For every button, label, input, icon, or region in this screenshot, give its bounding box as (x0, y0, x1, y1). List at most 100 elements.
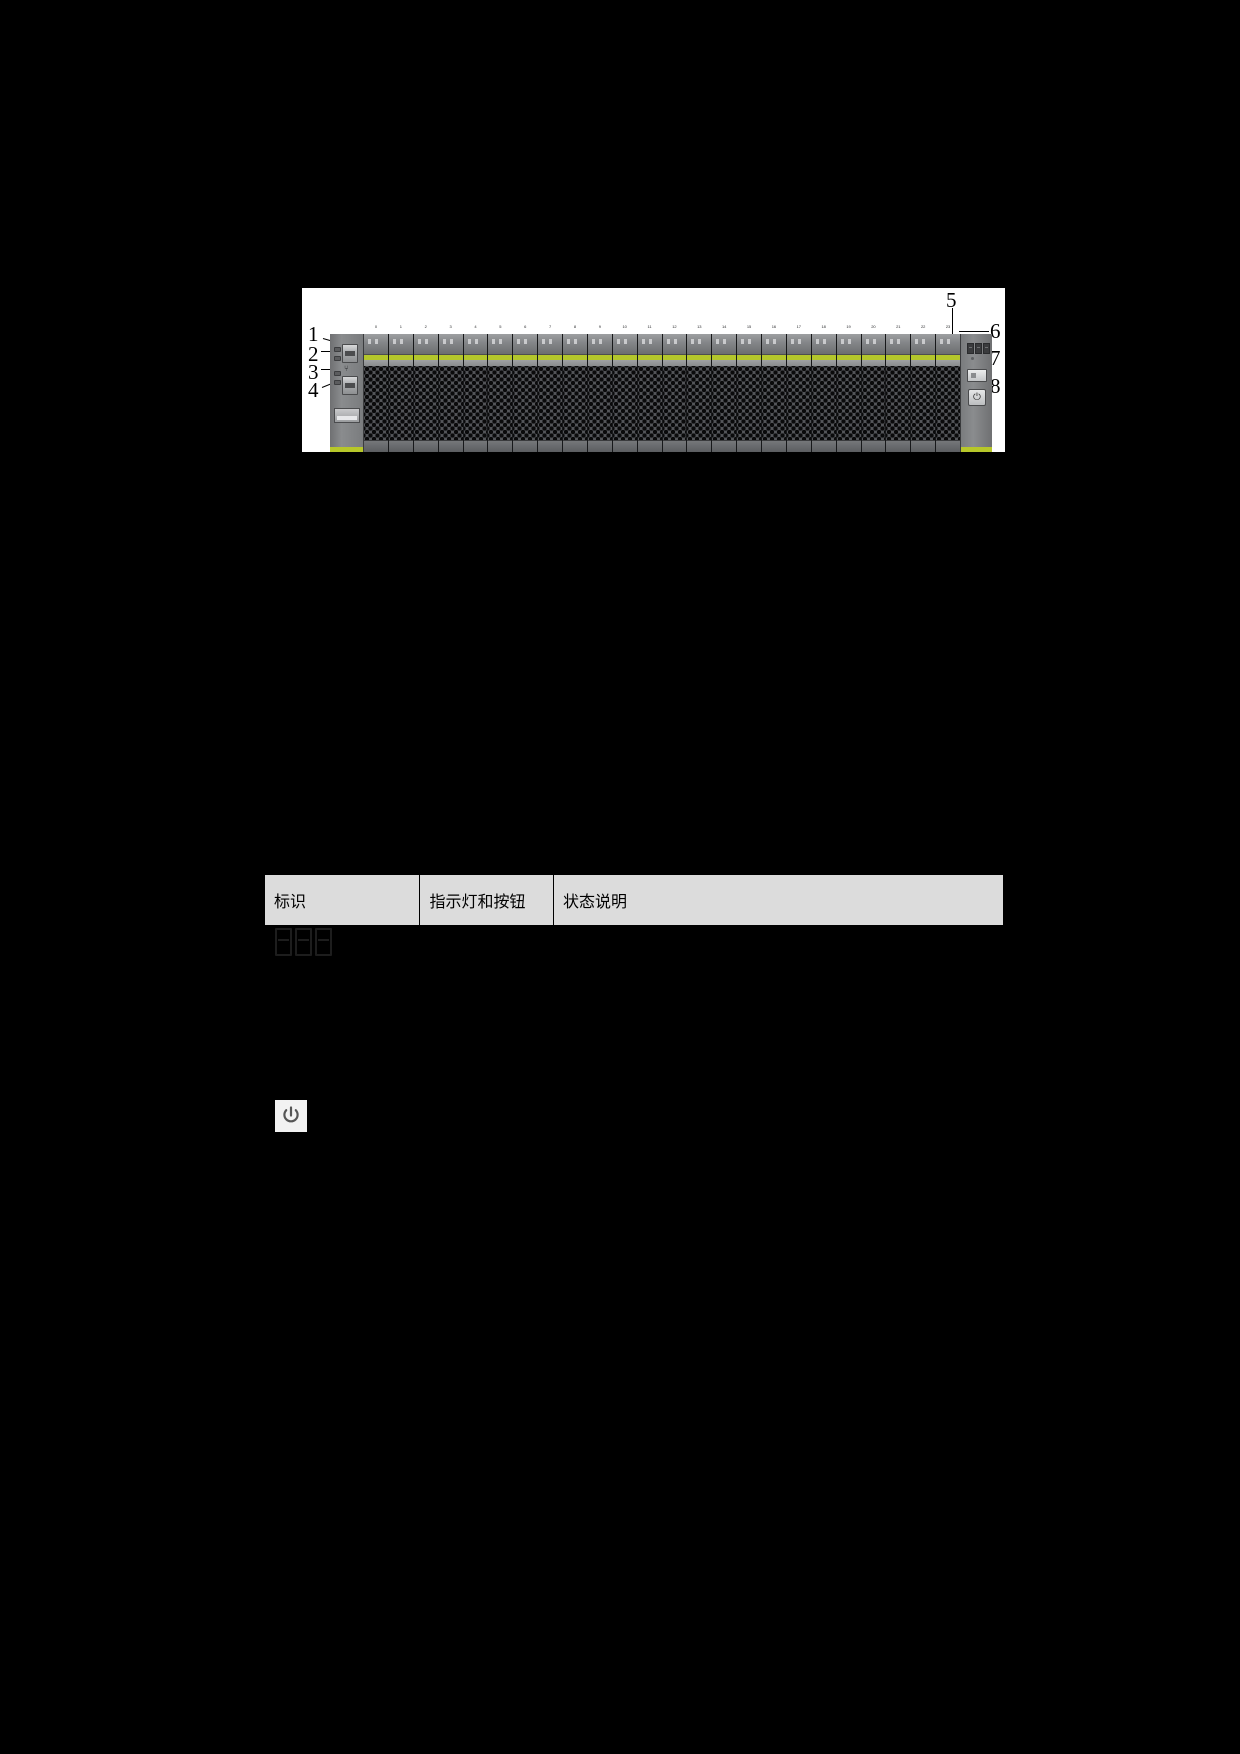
drive-bay-stripe (637, 355, 662, 360)
drive-bay-stripe (836, 355, 861, 360)
drive-bay: 6 (513, 324, 539, 452)
callout-1: 1 (308, 322, 319, 346)
drive-bay-number: 19 (846, 324, 851, 329)
drive-bay-foot (364, 440, 388, 452)
drive-bay-foot (563, 440, 587, 452)
drive-bay-number: 11 (647, 324, 652, 329)
drive-bay-mesh (612, 366, 637, 440)
drive-bay-mesh (861, 366, 886, 440)
drive-bay-mesh (413, 366, 438, 440)
table-header-row: 标识 指示灯和按钮 状态说明 (263, 874, 1004, 926)
drive-bay-stripe (811, 355, 836, 360)
drive-bay-head (513, 334, 538, 355)
drive-bay-mesh (911, 366, 936, 440)
drive-bay-foot (687, 440, 712, 452)
uid-button[interactable] (967, 369, 987, 382)
callout-3: 3 (308, 360, 319, 384)
drive-bay-foot (936, 440, 960, 452)
drive-bay-stripe (936, 355, 960, 360)
drive-bay-mesh (712, 366, 737, 440)
drive-bay-sub (861, 360, 886, 366)
drive-bay-sub (513, 360, 538, 366)
drive-bay-number: 8 (573, 324, 577, 329)
status-led-1-icon (334, 347, 341, 352)
drive-bay-head (687, 334, 712, 355)
drive-bay-sub (438, 360, 463, 366)
drive-bay-stripe (786, 355, 811, 360)
drive-bay-mesh (637, 366, 662, 440)
drive-bay-number: 10 (622, 324, 627, 329)
drive-bay-sub (587, 360, 612, 366)
drive-bay-stripe (563, 355, 587, 360)
drive-bay-number: 15 (746, 324, 752, 329)
drive-bay-sub (364, 360, 388, 366)
drive-bay-foot (513, 440, 538, 452)
drive-bay-head (762, 334, 786, 355)
drive-bay: 23 (936, 324, 960, 452)
drive-bay-stripe (861, 355, 886, 360)
drive-bay-foot (488, 440, 513, 452)
drive-bay-number: 16 (771, 324, 777, 329)
drive-bay-mesh (364, 366, 388, 440)
drive-bay-stripe (687, 355, 712, 360)
drive-bay-stripe (662, 355, 687, 360)
drive-bay-sub (563, 360, 587, 366)
seven-segment-digit (975, 343, 982, 354)
drive-bay: 8 (563, 324, 588, 452)
drive-bay-foot (861, 440, 886, 452)
drive-bay-number: 9 (598, 324, 601, 329)
status-led-3-icon (334, 371, 341, 376)
right-panel-led-icon (971, 357, 974, 360)
server-front-panel-figure: 1 2 3 4 5 6 7 8 ⑂ 0 1 2 3 4 (302, 288, 1005, 452)
seven-segment-digit (967, 343, 974, 354)
drive-bay-stripe (712, 355, 737, 360)
drive-bay-mesh (687, 366, 712, 440)
drive-bay-stripe (587, 355, 612, 360)
drive-bay-sub (911, 360, 936, 366)
seven-segment-digit-icon (295, 928, 312, 956)
power-button[interactable]: ⏻ (968, 389, 986, 406)
drive-bay: 22 (911, 324, 937, 452)
drive-bay-stripe (538, 355, 562, 360)
drive-bay-mesh (563, 366, 587, 440)
drive-bay-head (587, 334, 612, 355)
drive-bay: 17 (786, 324, 812, 452)
drive-bay-sub (936, 360, 960, 366)
drive-bay-stripe (612, 355, 637, 360)
callout-5: 5 (946, 288, 957, 312)
drive-bay-head (861, 334, 886, 355)
drive-bay-mesh (513, 366, 538, 440)
drive-bay: 0 (364, 324, 389, 452)
column-header-identifier: 标识 (263, 874, 421, 926)
seven-segment-digit (983, 343, 990, 354)
leader-line-5 (952, 308, 953, 344)
drive-bay-stripe (911, 355, 936, 360)
drive-bay-mesh (762, 366, 786, 440)
pull-out-label-plate (334, 408, 360, 423)
drive-bay-mesh (463, 366, 488, 440)
drive-bay-mesh (786, 366, 811, 440)
drive-bay-foot (637, 440, 662, 452)
drive-bay-mesh (811, 366, 836, 440)
drive-bay-mesh (587, 366, 612, 440)
drive-bay-number: 13 (697, 324, 702, 329)
drive-bay-foot (538, 440, 562, 452)
drive-bay-stripe (737, 355, 761, 360)
drive-bay-row: 0 1 2 3 4 5 6 7 8 9 10 11 12 13 14 15 16… (364, 324, 960, 452)
drive-bay-sub (488, 360, 513, 366)
drive-bay: 13 (687, 324, 713, 452)
drive-bay: 16 (762, 324, 787, 452)
callout-4: 4 (308, 378, 319, 402)
usb-port-lower-icon (342, 376, 358, 395)
drive-bay-sub (612, 360, 637, 366)
drive-bay: 18 (811, 324, 837, 452)
drive-bay-number: 14 (721, 324, 727, 329)
drive-bay-head (612, 334, 637, 355)
drive-bay-number: 22 (920, 324, 926, 329)
indicator-button-table: 标识 指示灯和按钮 状态说明 (263, 874, 1004, 926)
drive-bay-number: 21 (896, 324, 901, 329)
column-header-indicator: 指示灯和按钮 (419, 874, 554, 926)
drive-bay-mesh (886, 366, 911, 440)
drive-bay-sub (737, 360, 761, 366)
callout-6: 6 (990, 319, 1001, 343)
